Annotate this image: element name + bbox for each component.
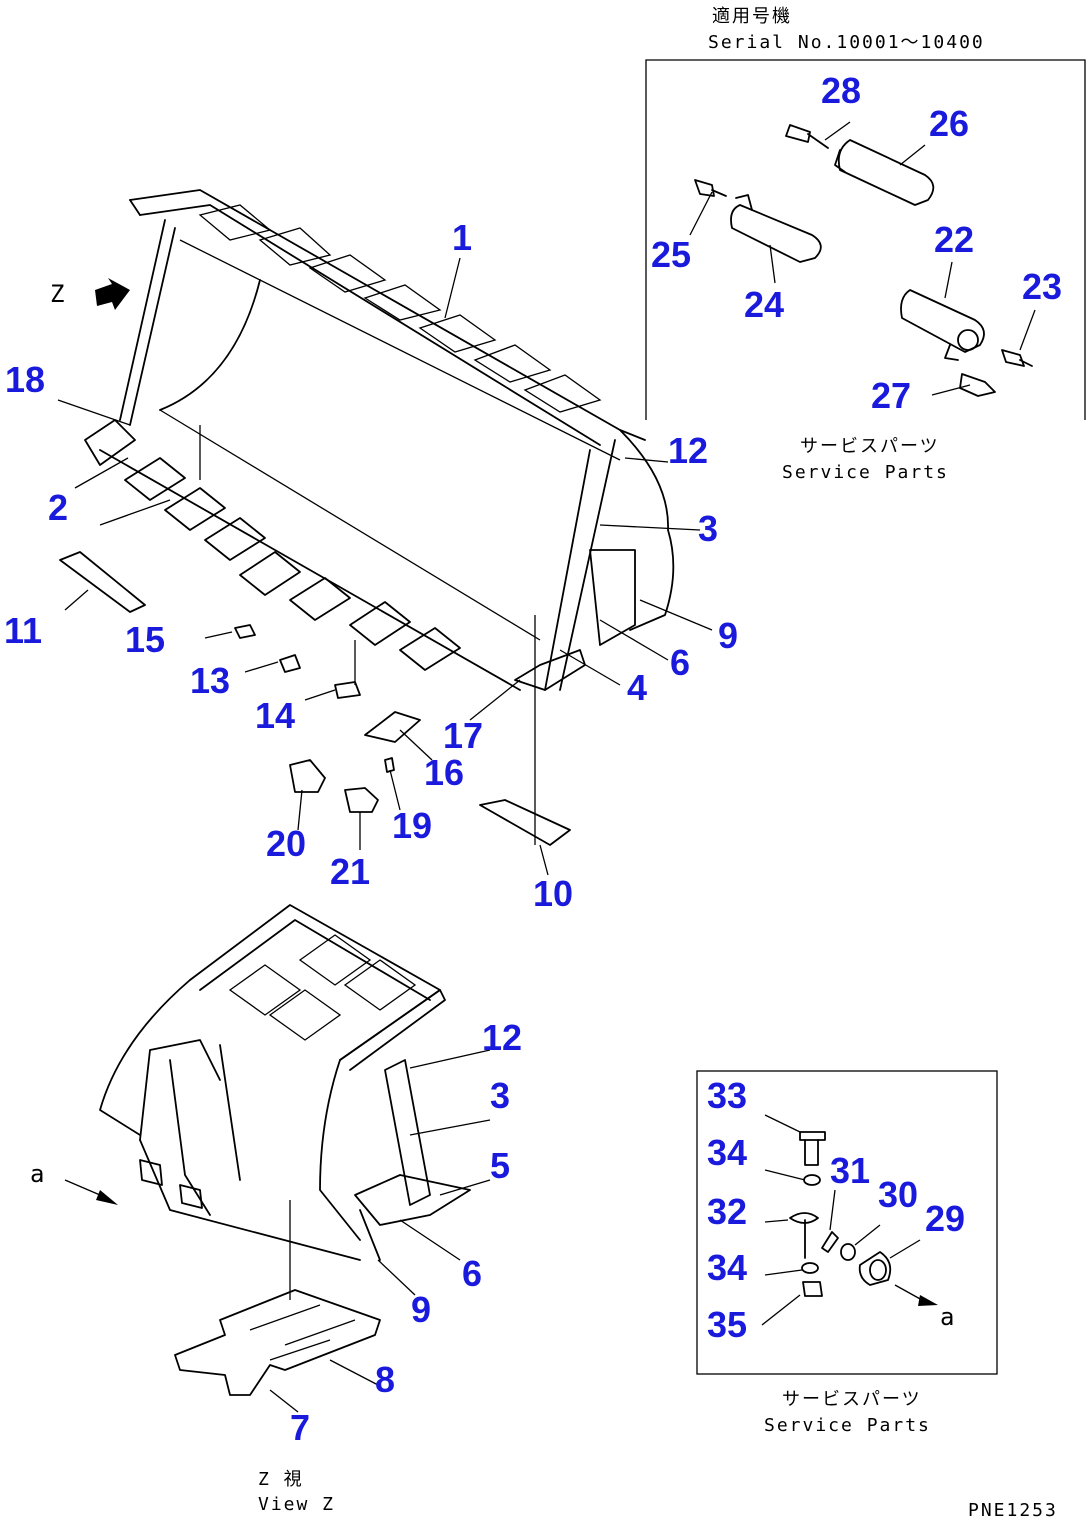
callout-3-lower: 3	[490, 1075, 510, 1116]
callout-33: 33	[707, 1075, 747, 1116]
part-16-drawing	[364, 711, 421, 743]
view-a-arrow-left-icon	[96, 1190, 118, 1205]
callout-20: 20	[266, 823, 306, 864]
pin-24-drawing	[730, 194, 822, 263]
callout-34-second: 34	[707, 1247, 747, 1288]
callout-9-lower: 9	[411, 1289, 431, 1330]
callout-10: 10	[533, 873, 573, 914]
view-a-arrow-right-icon	[918, 1295, 938, 1306]
view-a-label-right: a	[940, 1303, 954, 1331]
serial-jp-label: 適用号機	[712, 6, 792, 27]
pin-22-drawing	[900, 289, 985, 361]
service-parts-jp-bottom: サービスパーツ	[782, 1389, 922, 1410]
service-parts-box	[696, 1070, 998, 1375]
callout-12-lower: 12	[482, 1017, 522, 1058]
part-14-drawing	[334, 681, 361, 699]
hardware-stack-drawing	[789, 1131, 892, 1297]
bucket-view-z-drawing	[99, 904, 471, 1396]
part-10-drawing	[479, 799, 571, 846]
bucket-main-drawing	[84, 189, 675, 691]
service-parts-frame-top	[645, 59, 1086, 420]
view-a-label-left: a	[30, 1160, 44, 1188]
callout-2: 2	[48, 487, 68, 528]
part-20-drawing	[289, 759, 326, 793]
leaders-lower	[269, 1049, 491, 1413]
bolt-25-drawing	[694, 179, 727, 197]
service-parts-en-top: Service Parts	[782, 462, 949, 483]
callout-22: 22	[934, 219, 974, 260]
callout-5: 5	[490, 1145, 510, 1186]
callout-28: 28	[821, 70, 861, 111]
part-21-drawing	[344, 787, 379, 813]
callout-21: 21	[330, 851, 370, 892]
callout-29: 29	[925, 1198, 965, 1239]
callout-30: 30	[878, 1174, 918, 1215]
callout-6: 6	[670, 642, 690, 683]
pin-26-drawing	[834, 139, 935, 206]
callout-15: 15	[125, 619, 165, 660]
view-z-label: Z	[50, 280, 64, 308]
callout-32: 32	[707, 1191, 747, 1232]
callout-31: 31	[830, 1150, 870, 1191]
callout-27: 27	[871, 375, 911, 416]
callout-8: 8	[375, 1359, 395, 1400]
callout-23: 23	[1022, 266, 1062, 307]
callout-13: 13	[190, 660, 230, 701]
serial-en-label: Serial No.10001～10400	[708, 32, 985, 53]
bolt-23-drawing	[1001, 349, 1033, 367]
service-parts-en-bottom: Service Parts	[764, 1415, 931, 1436]
callout-12: 12	[668, 430, 708, 471]
callout-3: 3	[698, 508, 718, 549]
bolt-27-drawing	[959, 373, 996, 397]
callout-25: 25	[651, 234, 691, 275]
callout-1: 1	[452, 217, 472, 258]
callout-7: 7	[290, 1407, 310, 1448]
view-a-leader-left	[64, 1179, 101, 1196]
callout-11: 11	[4, 610, 42, 651]
callout-14: 14	[255, 695, 295, 736]
view-z-en: View Z	[258, 1494, 335, 1515]
part-13-drawing	[279, 654, 301, 673]
bolt-28-drawing	[785, 124, 829, 149]
leaders-service-box	[761, 1114, 923, 1326]
view-z-arrow-icon	[95, 278, 130, 310]
callout-numbers: 1 2 3 4 6 9 10 11 12 13 14 15 16 17 18 1…	[4, 70, 1062, 1448]
callout-26: 26	[929, 103, 969, 144]
callout-35: 35	[707, 1304, 747, 1345]
service-parts-jp-top: サービスパーツ	[800, 436, 940, 457]
drawing-code: PNE1253	[968, 1500, 1058, 1521]
part-11-drawing	[59, 551, 146, 613]
callout-16: 16	[424, 752, 464, 793]
callout-24: 24	[744, 284, 784, 325]
part-15-drawing	[234, 624, 256, 639]
part-19-drawing	[384, 757, 395, 773]
callout-9: 9	[718, 615, 738, 656]
callout-17: 17	[443, 715, 483, 756]
callout-34: 34	[707, 1132, 747, 1173]
callout-19: 19	[392, 805, 432, 846]
callout-6-lower: 6	[462, 1253, 482, 1294]
view-z-jp: Z 視	[258, 1469, 304, 1490]
callout-4: 4	[627, 667, 647, 708]
leaders-upper	[57, 121, 1036, 876]
callout-18: 18	[5, 359, 45, 400]
